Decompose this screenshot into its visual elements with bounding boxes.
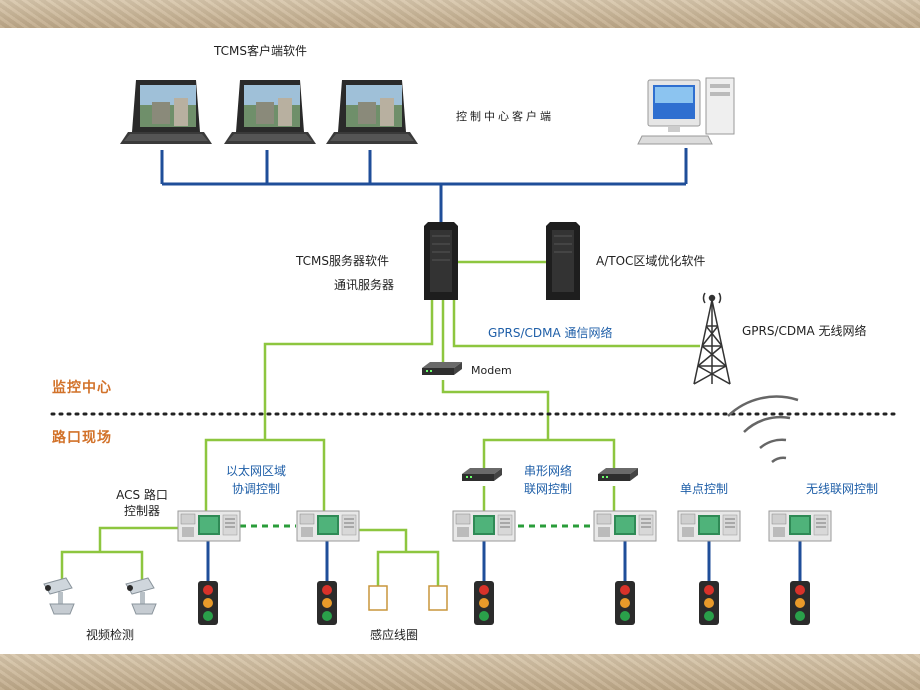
induction-loop-icon xyxy=(428,585,448,611)
induction-loop-icon xyxy=(368,585,388,611)
controller-cabinet-icon xyxy=(452,510,516,542)
frame-top-border xyxy=(0,0,920,28)
gprs-wireless-label: GPRS/CDMA 无线网络 xyxy=(742,324,867,338)
radio-tower-icon xyxy=(693,292,731,385)
cctv-camera-icon xyxy=(43,577,75,615)
laptop-icon xyxy=(326,80,418,144)
ethernet-zone-label-line1: 以太网区域 xyxy=(226,464,287,478)
controller-cabinet-icon xyxy=(677,510,741,542)
zone-monitor-label: 监控中心 xyxy=(52,380,112,396)
traffic-light-icon xyxy=(198,581,218,625)
traffic-light-icon xyxy=(474,581,494,625)
zone-field-label: 路口现场 xyxy=(52,430,112,446)
modem-icon xyxy=(462,468,502,481)
controller-cabinet-icon xyxy=(768,510,832,542)
serial-network-label-line2: 联网控制 xyxy=(524,482,573,496)
desktop-computer-icon xyxy=(637,77,735,145)
traffic-light-icon xyxy=(790,581,810,625)
wireless-waves-icon xyxy=(727,395,799,464)
cctv-camera-icon xyxy=(125,577,157,615)
comm-server-label: 通讯服务器 xyxy=(334,278,395,292)
traffic-light-icon xyxy=(615,581,635,625)
client-bus xyxy=(160,148,688,224)
induction-loop-label: 感应线圈 xyxy=(370,628,419,642)
modem-icon xyxy=(422,362,462,375)
controller-cabinet-icon xyxy=(593,510,657,542)
controller-cabinet-icon xyxy=(296,510,360,542)
tcms-client-label: TCMS客户端软件 xyxy=(214,44,307,58)
tcms-server-label: TCMS服务器软件 xyxy=(296,254,389,268)
ethernet-zone-label-line2: 协调控制 xyxy=(232,482,281,496)
modem-label: Modem xyxy=(471,364,512,377)
gprs-comm-label: GPRS/CDMA 通信网络 xyxy=(488,326,613,340)
laptop-icon xyxy=(120,80,212,144)
controller-light-links xyxy=(206,541,802,581)
single-point-label: 单点控制 xyxy=(680,482,729,496)
acs-controller-label-line2: 控制器 xyxy=(123,504,160,518)
acs-controller-label-line1: ACS 路口 xyxy=(116,488,168,502)
traffic-light-icon xyxy=(317,581,337,625)
video-detection-label: 视频检测 xyxy=(86,628,135,642)
laptop-icon xyxy=(224,80,316,144)
wireless-network-label: 无线联网控制 xyxy=(806,482,879,496)
controller-cabinet-icon xyxy=(177,510,241,542)
control-center-client-label: 控制中心客户端 xyxy=(456,110,554,123)
server-rack-icon xyxy=(546,222,580,300)
serial-network-label-line1: 串形网络 xyxy=(524,464,573,478)
traffic-light-icon xyxy=(699,581,719,625)
modem-icon xyxy=(598,468,638,481)
server-rack-icon xyxy=(424,222,458,300)
frame-bottom-border xyxy=(0,654,920,690)
atoc-label: A/TOC区域优化软件 xyxy=(596,254,706,268)
